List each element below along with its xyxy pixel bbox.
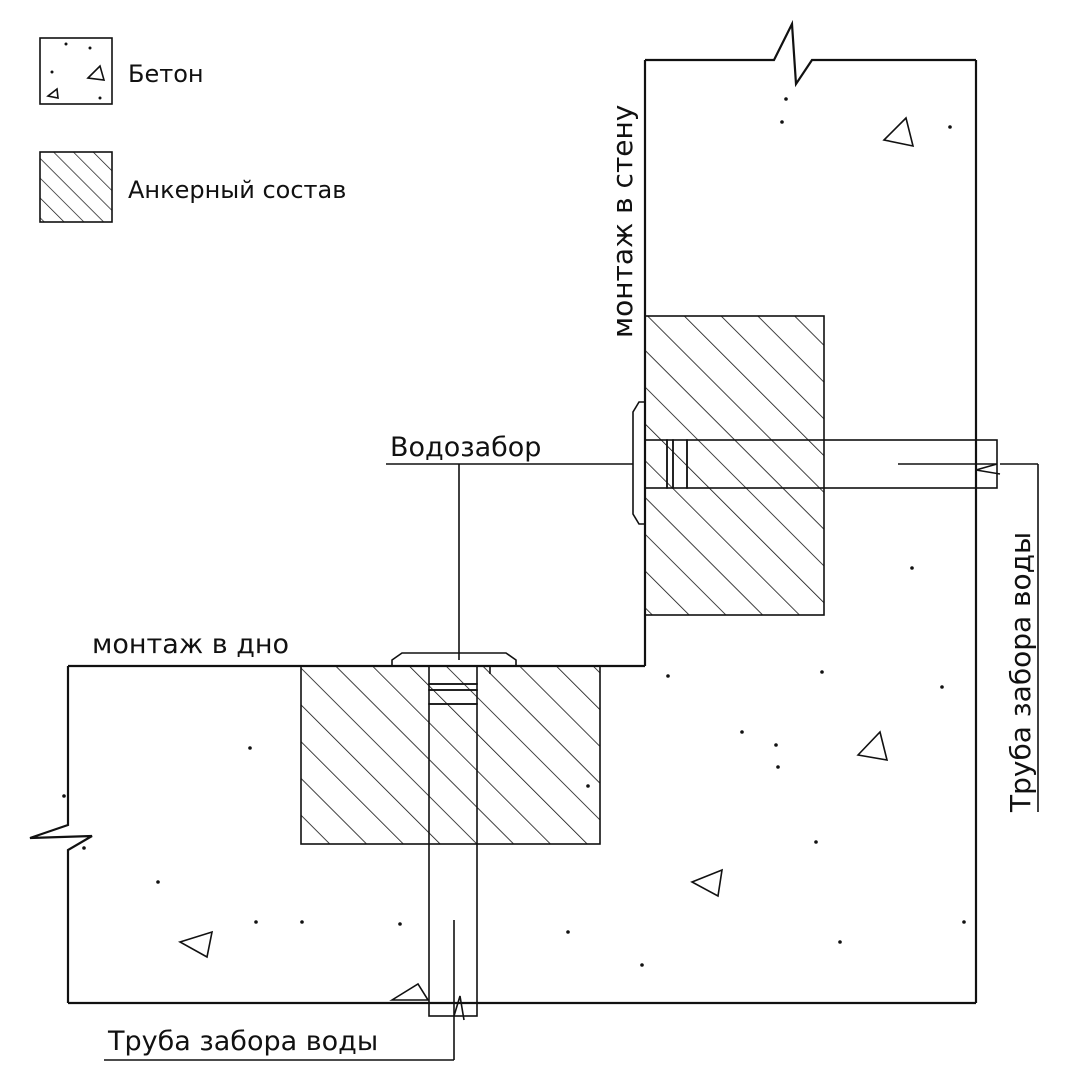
- concrete-aggregate: [62, 97, 966, 1001]
- legend: Бетон Анкерный состав: [39, 37, 346, 223]
- wall-mount-label: монтаж в стену: [606, 105, 639, 338]
- floor-intake-flange: [391, 652, 517, 667]
- concrete-outline: [29, 19, 978, 1005]
- legend-concrete-swatch: [39, 37, 113, 105]
- wall-intake-flange: [632, 401, 646, 525]
- legend-anchor-label: Анкерный состав: [128, 176, 346, 204]
- anchor-block-floor: [300, 665, 601, 845]
- legend-anchor-swatch: [39, 151, 113, 223]
- floor-intake-pipe: [428, 703, 478, 1017]
- wall-intake-assembly: [632, 401, 1001, 525]
- bottom-pipe-label: Труба забора воды: [107, 1026, 378, 1057]
- anchor-block-wall: [644, 315, 825, 616]
- leader-lines: [104, 463, 1039, 1061]
- floor-mount-label: монтаж в дно: [92, 629, 289, 660]
- water-intake-label: Водозабор: [390, 432, 541, 463]
- legend-concrete-label: Бетон: [128, 60, 204, 88]
- right-pipe-label: Труба забора воды: [1004, 532, 1037, 813]
- floor-intake-assembly: [391, 652, 517, 1021]
